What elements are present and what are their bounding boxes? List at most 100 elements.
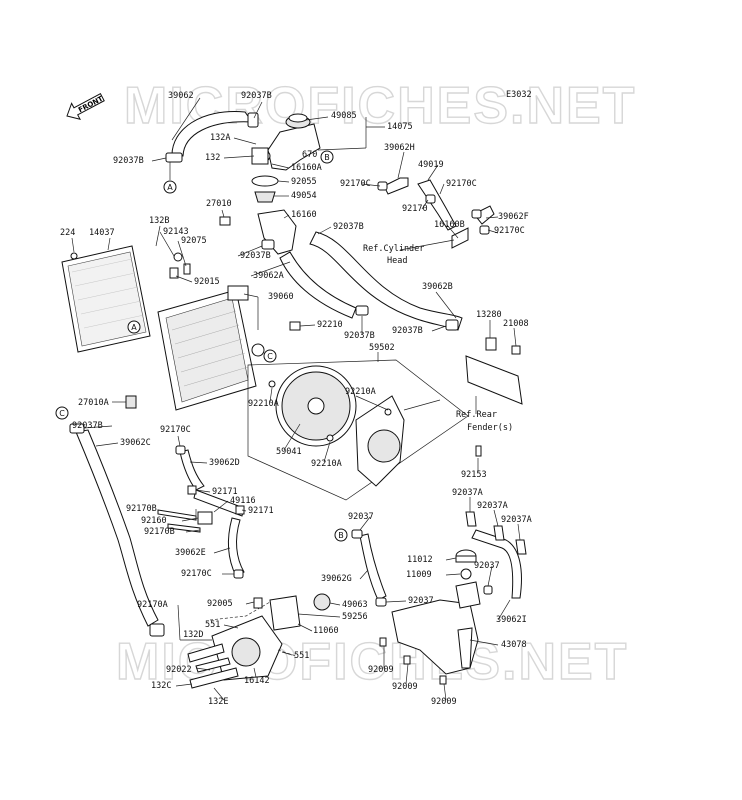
clamp-92037b-left (165, 152, 183, 163)
clamp-92037a-2 (493, 525, 505, 541)
nut-92210a-1 (268, 380, 276, 388)
part-label: 92037A (501, 515, 532, 525)
part-label: 39062B (422, 282, 453, 292)
part-label: 92075 (181, 236, 207, 246)
hose-39062c (75, 429, 159, 627)
part-label: 39062 (168, 91, 194, 101)
radiator-39060 (157, 285, 265, 411)
o-ring-92055 (251, 175, 279, 187)
clamp-92170c-b (471, 209, 482, 219)
relay-13280 (485, 337, 497, 351)
bolt-92153 (475, 445, 482, 457)
callout-markers: A B A C C B (55, 150, 348, 542)
part-label: 39062G (321, 574, 352, 584)
callout-letter: B (324, 153, 330, 162)
callout-letter: B (338, 531, 344, 540)
clamp-92037-c (483, 585, 493, 595)
part-label: 39062D (209, 458, 240, 468)
part-label: 92037 (408, 596, 434, 606)
part-label: 132D (183, 630, 203, 640)
part-label: 49116 (230, 496, 256, 506)
callout-b: B (320, 150, 334, 164)
clamp-92170c-e (233, 569, 244, 579)
bolt-92170b-b (167, 523, 201, 533)
part-label: 92170C (340, 179, 371, 189)
part-label: 27010 (206, 199, 232, 209)
part-label: 92170B (144, 527, 175, 537)
part-label: 92009 (392, 682, 418, 692)
part-label: 132E (208, 697, 228, 707)
leader-lines (71, 97, 521, 701)
part-label: 92160 (141, 516, 167, 526)
part-label: 39062C (120, 438, 151, 448)
callout-a: A (163, 180, 177, 194)
callout-a: A (127, 320, 141, 334)
hose-39062e (228, 517, 245, 577)
callout-letter: C (267, 352, 273, 361)
part-label: 21008 (503, 319, 529, 329)
clamp-92170a (149, 623, 165, 637)
part-label: 92022 (166, 665, 192, 675)
part-label: 92037B (113, 156, 144, 166)
damper-92160 (197, 511, 213, 525)
part-label: 92037A (477, 501, 508, 511)
hose-39062h (383, 177, 409, 195)
part-label: Ref.Rear (456, 410, 497, 420)
part-label: 92037B (241, 91, 272, 101)
clamp-92170c-d (175, 445, 186, 455)
part-label: 132 (205, 153, 220, 163)
part-label: 92210A (345, 387, 376, 397)
thermostat-housing-14075 (251, 113, 321, 171)
part-label: 92037 (474, 561, 500, 571)
clamp-92037-b (351, 529, 363, 539)
gasket-11009 (460, 568, 472, 580)
part-label: 11060 (313, 626, 339, 636)
pipe-49116 (193, 489, 245, 517)
part-label: 39062H (384, 143, 415, 153)
fitting-16160b (451, 227, 469, 249)
part-label: 92170C (446, 179, 477, 189)
fan-59041 (275, 365, 357, 447)
clamp-92037b-lower (69, 423, 85, 434)
part-label: 92037A (452, 488, 483, 498)
nut-92210a-2 (326, 434, 334, 442)
part-label: 92153 (461, 470, 487, 480)
radiator-outlet (251, 343, 265, 357)
part-label: 92037 (348, 512, 374, 522)
clamp-92037-a (375, 597, 387, 607)
hose-39062g (359, 533, 387, 601)
part-label: 551 (205, 620, 220, 630)
callout-circle (320, 150, 334, 164)
hose-39062b (309, 231, 463, 331)
callout-circle (163, 180, 177, 194)
part-label: 16160A (291, 163, 322, 173)
part-label: 92009 (431, 697, 457, 707)
callout-c: C (55, 406, 69, 420)
part-label: 14075 (387, 122, 413, 132)
reserve-tank-cap-11012 (455, 549, 477, 563)
part-label: 92210A (311, 459, 342, 469)
part-label: Head (387, 256, 407, 266)
fan-motor-shroud (355, 395, 441, 487)
hose-39062d (179, 449, 205, 491)
grommet-92143 (173, 252, 183, 262)
reserve-tank-43078 (391, 581, 481, 675)
part-label: 92210 (317, 320, 343, 330)
impeller-59256 (269, 595, 301, 631)
part-label: 670 (302, 150, 317, 160)
clamp-92171-b (235, 505, 245, 515)
clamp-92037b-top (247, 112, 259, 128)
bolt-92009-a (379, 637, 387, 647)
callout-circle (127, 320, 141, 334)
diagram-code: E3032 (506, 90, 532, 100)
part-label: 39062E (175, 548, 206, 558)
callout-circle (55, 406, 69, 420)
thermostat-49054 (254, 191, 276, 203)
part-label: 49063 (342, 600, 368, 610)
bolt-92170b-a (157, 509, 197, 521)
clamp-92170 (425, 194, 436, 204)
part-label: 92170C (494, 226, 525, 236)
